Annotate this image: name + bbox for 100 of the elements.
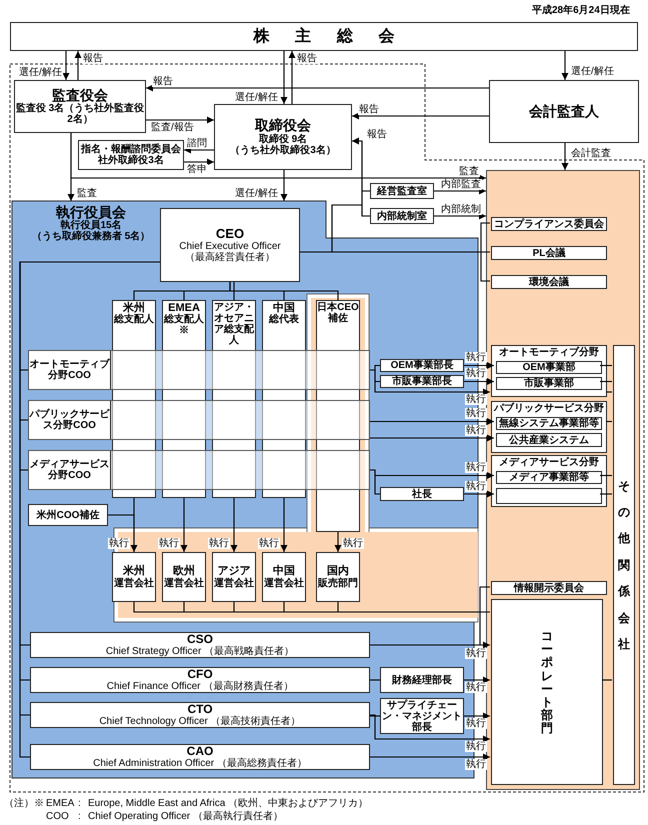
connector-line <box>370 679 380 681</box>
footnote-text: Chief Operating Officer （最高執行責任者） <box>88 811 283 822</box>
empty-box <box>496 488 602 504</box>
edge-label: 執行 <box>465 408 487 419</box>
edge-label: 監査 <box>458 166 480 177</box>
box-text: 総支配人 ※ <box>163 314 205 336</box>
box-text: Chief Strategy Officer （最高戦略責任者） <box>106 646 294 658</box>
connector-arrow <box>562 51 568 80</box>
box-label: 情報開示委員会 <box>514 582 584 594</box>
connector-arrow <box>370 434 494 442</box>
box-title: 監査役会 <box>52 88 108 103</box>
edge-label: 執行 <box>208 538 230 549</box>
edge-label: 内部統制 <box>440 204 482 215</box>
connector-line <box>602 679 612 681</box>
box-text: Chief Executive Officer （最高経営責任者） <box>178 241 282 264</box>
connector-arrow <box>280 498 288 552</box>
edge-label: 報告 <box>366 129 388 140</box>
org-box <box>491 246 607 260</box>
edge-label: 内部監査 <box>440 179 482 190</box>
box-text: Chief Administration Officer （最高総務責任者） <box>93 758 307 770</box>
box-text: Chief Finance Officer （最高財務責任者） <box>106 681 294 692</box>
connector-arrow <box>146 116 214 124</box>
group-box <box>491 455 607 507</box>
box-text: 監査役 3名（うち社外監査役 2名） <box>15 103 145 126</box>
box-title: CAO <box>186 744 214 758</box>
edge-label: 会計監査 <box>570 148 612 159</box>
org-box <box>489 80 639 143</box>
footnote-text: COO <box>46 811 69 822</box>
box-title: 中国 <box>273 565 295 578</box>
edge-label: 執行 <box>108 538 130 549</box>
box-label: 米州COO補佐 <box>36 510 100 520</box>
box-label: 公共産業システム <box>509 434 589 446</box>
connector-arrow <box>230 498 238 552</box>
org-box <box>30 632 370 658</box>
box-label: 株主総会 <box>254 28 420 46</box>
edge-label: 選任/解任 <box>234 188 279 199</box>
org-box <box>491 599 603 785</box>
connector-arrow <box>464 712 490 720</box>
edge-label: 選任/解任 <box>234 92 279 103</box>
org-box <box>496 417 602 430</box>
connector-line <box>600 493 612 495</box>
box-title: 指名・報酬諮問委員会 <box>81 144 181 155</box>
connector-arrow <box>434 188 486 194</box>
org-box <box>162 552 206 602</box>
box-label: 会計監査人 <box>529 104 599 120</box>
group-box <box>491 401 607 453</box>
org-box <box>380 667 464 693</box>
edge-label: 監査/報告 <box>150 122 195 133</box>
box-text: 総支配人 <box>114 314 154 326</box>
matrix-row <box>28 350 370 390</box>
column-box <box>262 300 306 498</box>
connector-arrow <box>130 498 138 552</box>
box-text: 運営会社 <box>214 578 254 589</box>
box-text: 運営会社 <box>114 578 154 589</box>
box-label: オートモーティブ分野 <box>499 347 599 358</box>
org-box <box>214 104 352 170</box>
edge-label: 報告 <box>82 53 104 64</box>
edge-label: 執行 <box>158 538 180 549</box>
edge-label: 執行 <box>465 648 487 659</box>
edge-label: 執行 <box>342 538 364 549</box>
edge-label: 執行 <box>465 682 487 693</box>
org-box <box>491 217 607 231</box>
connector-arrow <box>62 51 70 80</box>
org-box <box>30 744 370 770</box>
edge-label: 執行 <box>465 481 487 492</box>
org-box <box>370 183 434 199</box>
edge-label: 諮問 <box>186 138 208 149</box>
org-box <box>380 487 464 501</box>
org-box <box>30 667 370 693</box>
box-title: EMEA <box>168 302 200 314</box>
box-label: メディアサービス分野 <box>499 457 599 468</box>
org-box <box>30 702 370 728</box>
box-label: パブリックサービス分野 <box>494 403 604 414</box>
box-text: 総代表 <box>269 314 299 326</box>
connector-arrow <box>184 158 214 166</box>
org-box <box>370 208 434 224</box>
edge-label: 報告 <box>296 53 318 64</box>
org-box <box>316 552 360 602</box>
connector-arrow <box>464 378 494 385</box>
box-label: コーポレート部門 <box>541 630 553 736</box>
box-label: コンプライアンス委員会 <box>494 218 604 230</box>
box-title: 執行役員会 <box>56 205 126 220</box>
matrix-row <box>28 400 370 440</box>
footnote-text: : <box>78 811 81 822</box>
box-title: 中国 <box>273 302 295 314</box>
connector-arrow <box>352 112 489 120</box>
connector-line <box>233 282 235 300</box>
box-label: メディアサービス分野COO <box>29 459 110 481</box>
edge-label: 執行 <box>465 425 487 436</box>
box-text: 取締役 9名（うち社外取締役3名） <box>229 134 337 156</box>
edge-label: 執行 <box>465 462 487 473</box>
box-text: 販売部門 <box>318 578 358 589</box>
connector-arrow <box>370 714 490 742</box>
edge-label: 報告 <box>358 104 380 115</box>
footnote-text: （注）※ <box>4 798 44 809</box>
box-label: OEM事業部長 <box>390 360 454 371</box>
edge-label: 執行 <box>465 718 487 729</box>
connector-arrow <box>464 676 490 684</box>
footnote-text: : <box>78 798 81 809</box>
connector-arrow <box>288 51 296 104</box>
